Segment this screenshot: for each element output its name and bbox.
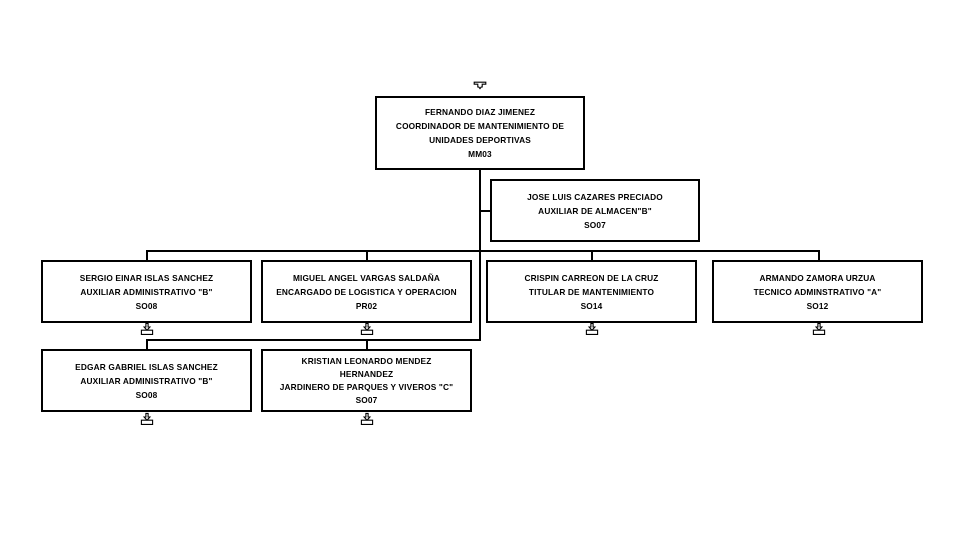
arrow-down-into-tray-icon[interactable]	[360, 412, 374, 426]
connector-drop-child-3	[591, 250, 593, 260]
arrow-down-into-tray-icon[interactable]	[140, 322, 154, 336]
node-title-line-1: AUXILIAR ADMINISTRATIVO "B"	[80, 375, 213, 386]
node-code: SO08	[135, 300, 158, 311]
node-title-line-1: COORDINADOR DE MANTENIMIENTO DE	[395, 121, 565, 131]
node-title-line-1: JARDINERO DE PARQUES Y VIVEROS "C"	[279, 381, 454, 392]
node-code: SO07	[355, 394, 378, 405]
node-title-line-1: TITULAR DE MANTENIMIENTO	[528, 286, 655, 297]
org-node-child-4[interactable]: ARMANDO ZAMORA URZUA TECNICO ADMINSTRATI…	[712, 260, 923, 323]
node-name: JOSE LUIS CAZARES PRECIADO	[527, 191, 663, 202]
org-node-child-3[interactable]: CRISPIN CARREON DE LA CRUZ TITULAR DE MA…	[486, 260, 697, 323]
org-node-child-1[interactable]: SERGIO EINAR ISLAS SANCHEZ AUXILIAR ADMI…	[41, 260, 252, 323]
node-title-line-2: UNIDADES DEPORTIVAS	[429, 135, 531, 145]
node-code: SO12	[806, 300, 829, 311]
node-title-line-1: ENCARGADO DE LOGISTICA Y OPERACION	[276, 286, 457, 297]
org-node-grandchild-1[interactable]: EDGAR GABRIEL ISLAS SANCHEZ AUXILIAR ADM…	[41, 349, 252, 412]
org-node-root[interactable]: FERNANDO DIAZ JIMENEZ COORDINADOR DE MAN…	[375, 96, 585, 170]
connector-drop-child-2	[366, 250, 368, 260]
node-code: MM03	[468, 149, 492, 159]
node-name: CRISPIN CARREON DE LA CRUZ	[524, 272, 659, 283]
node-name-line-1: KRISTIAN LEONARDO MENDEZ	[301, 355, 432, 366]
node-code: SO14	[580, 300, 603, 311]
arrow-down-into-tray-icon[interactable]	[360, 322, 374, 336]
connector-grandchildren-bar	[146, 339, 481, 341]
node-title-line-1: AUXILIAR DE ALMACEN"B"	[538, 205, 652, 216]
node-name-line-2: HERNANDEZ	[339, 368, 394, 379]
node-name: ARMANDO ZAMORA URZUA	[759, 272, 876, 283]
org-node-assistant[interactable]: JOSE LUIS CAZARES PRECIADO AUXILIAR DE A…	[490, 179, 700, 242]
arrow-up-into-tray-icon[interactable]	[473, 78, 487, 92]
connector-children-bar	[146, 250, 819, 252]
org-node-child-2[interactable]: MIGUEL ANGEL VARGAS SALDAÑA ENCARGADO DE…	[261, 260, 472, 323]
node-title-line-1: AUXILIAR ADMINISTRATIVO "B"	[80, 286, 213, 297]
connector-drop-grandchild-2	[366, 339, 368, 349]
node-code: PR02	[355, 300, 378, 311]
connector-drop-child-1	[146, 250, 148, 260]
arrow-down-into-tray-icon[interactable]	[140, 412, 154, 426]
node-name: FERNANDO DIAZ JIMENEZ	[424, 107, 536, 117]
node-name: EDGAR GABRIEL ISLAS SANCHEZ	[75, 361, 218, 372]
node-code: SO08	[135, 389, 158, 400]
node-title-line-1: TECNICO ADMINSTRATIVO "A"	[753, 286, 882, 297]
arrow-down-into-tray-icon[interactable]	[812, 322, 826, 336]
node-name: SERGIO EINAR ISLAS SANCHEZ	[79, 272, 214, 283]
connector-drop-grandchild-1	[146, 339, 148, 349]
connector-trunk-lower	[479, 250, 481, 340]
arrow-down-into-tray-icon[interactable]	[585, 322, 599, 336]
connector-drop-child-4	[818, 250, 820, 260]
org-node-grandchild-2[interactable]: KRISTIAN LEONARDO MENDEZ HERNANDEZ JARDI…	[261, 349, 472, 412]
node-name: MIGUEL ANGEL VARGAS SALDAÑA	[292, 272, 441, 283]
node-code: SO07	[584, 219, 606, 230]
connector-assistant-stub	[479, 210, 492, 212]
